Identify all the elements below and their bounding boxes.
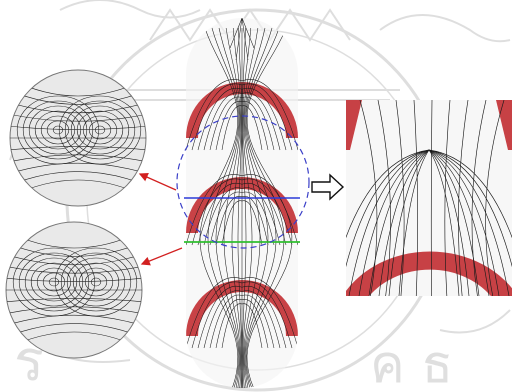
zoom-arrow (312, 175, 343, 199)
zoom-view (329, 100, 514, 300)
arrow-to-top-section (140, 174, 176, 190)
watermark-letters: ค ธ (370, 335, 453, 392)
main-tube (177, 18, 309, 388)
cross-section-bottom (4, 222, 144, 358)
arrow-to-bottom-section (142, 248, 182, 264)
cross-section-top (8, 70, 148, 206)
